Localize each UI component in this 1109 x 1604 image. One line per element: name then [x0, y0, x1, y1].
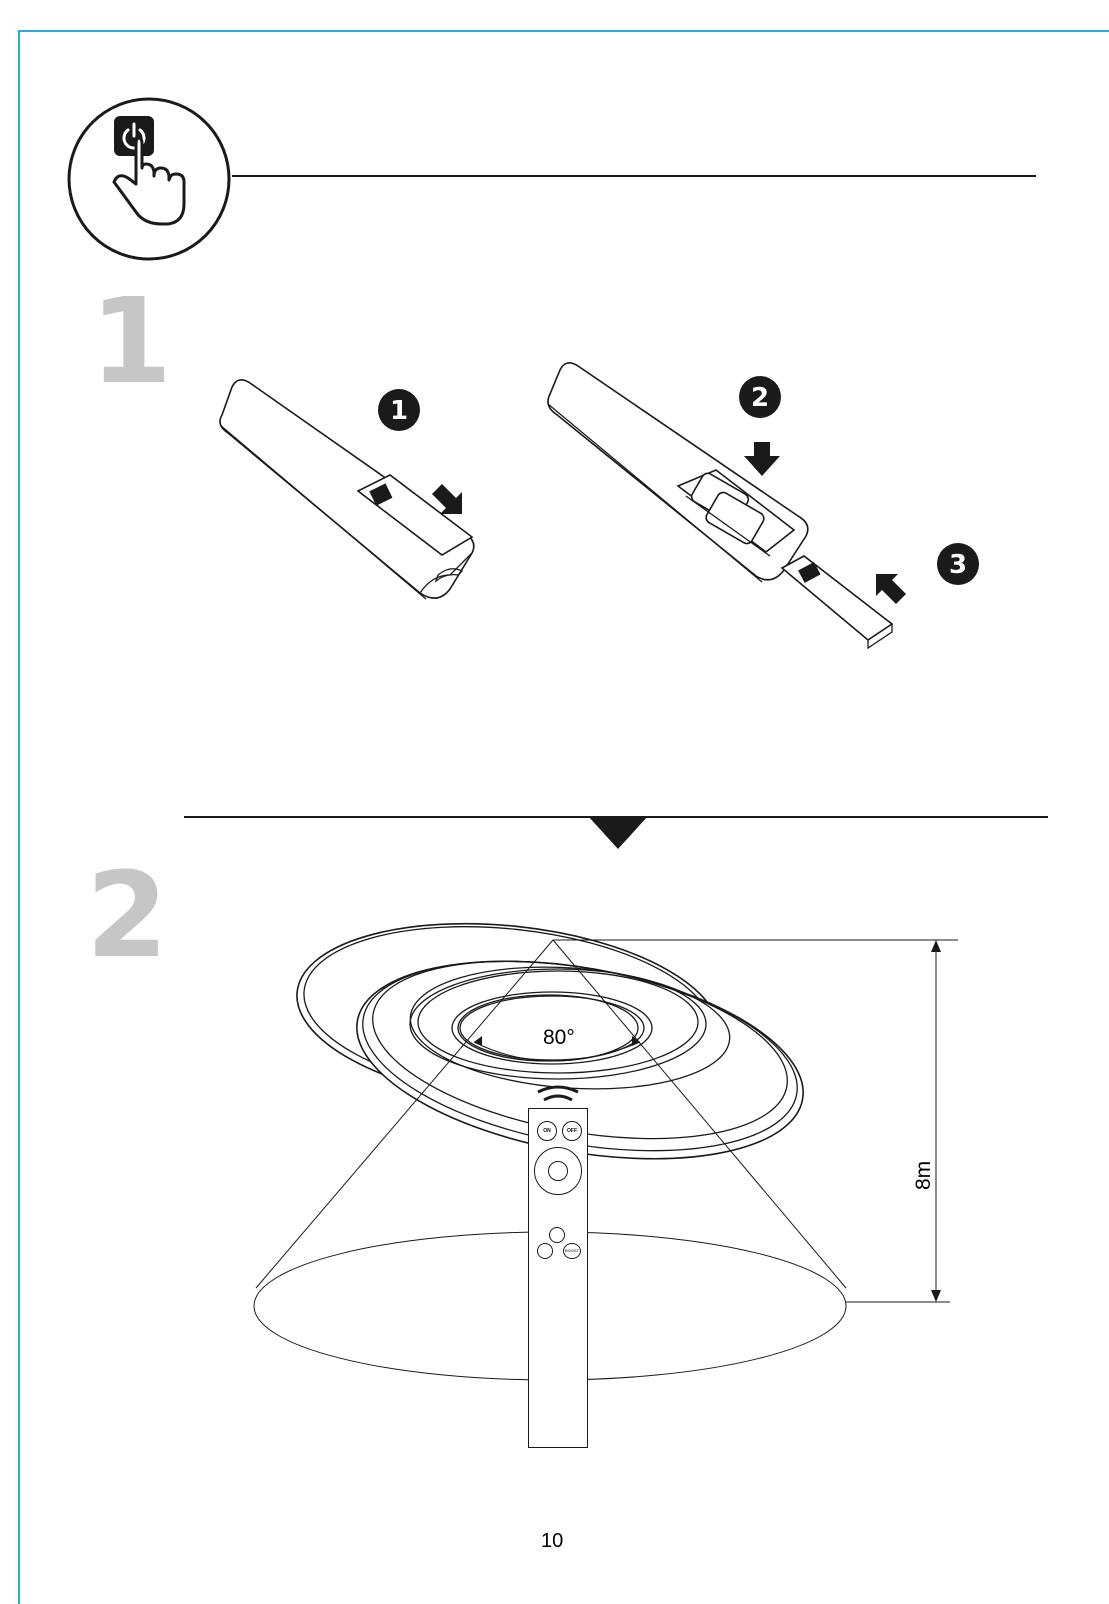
mode-button[interactable]	[548, 1161, 568, 1181]
slide-out-arrow-icon	[432, 484, 462, 514]
ceiling-lamp-range-illustration	[253, 922, 958, 1381]
remote-control: ON OFF BOOST	[528, 1108, 588, 1448]
on-button[interactable]: ON	[537, 1121, 557, 1141]
svg-text:2: 2	[751, 383, 769, 413]
page-number: 10	[541, 1530, 564, 1552]
slide-in-arrow-icon	[876, 574, 906, 604]
down-triangle-icon	[588, 816, 648, 849]
step-badge-2: 2	[739, 376, 781, 418]
beam-angle-label: 80°	[543, 1026, 575, 1049]
dimmer-wheel[interactable]	[534, 1147, 582, 1195]
page-frame	[18, 30, 1109, 1604]
power-press-icon	[67, 97, 231, 261]
svg-text:3: 3	[949, 550, 967, 580]
svg-text:1: 1	[390, 396, 408, 426]
range-distance-label: 8m	[912, 1160, 935, 1190]
step-badge-1: 1	[378, 389, 420, 431]
remote-open-cover-illustration	[219, 379, 475, 600]
step-number-2: 2	[86, 846, 169, 984]
step-badge-3: 3	[937, 543, 979, 585]
boost-button[interactable]: BOOST	[563, 1243, 581, 1259]
night-light-button[interactable]	[537, 1243, 553, 1259]
battery-cover-illustration	[780, 555, 894, 650]
header-rule	[232, 175, 1036, 177]
remote-battery-illustration	[547, 362, 809, 583]
step-number-1: 1	[90, 272, 173, 410]
off-button[interactable]: OFF	[562, 1121, 582, 1141]
timer-button[interactable]	[549, 1227, 565, 1243]
insert-battery-arrow-icon	[744, 442, 780, 476]
